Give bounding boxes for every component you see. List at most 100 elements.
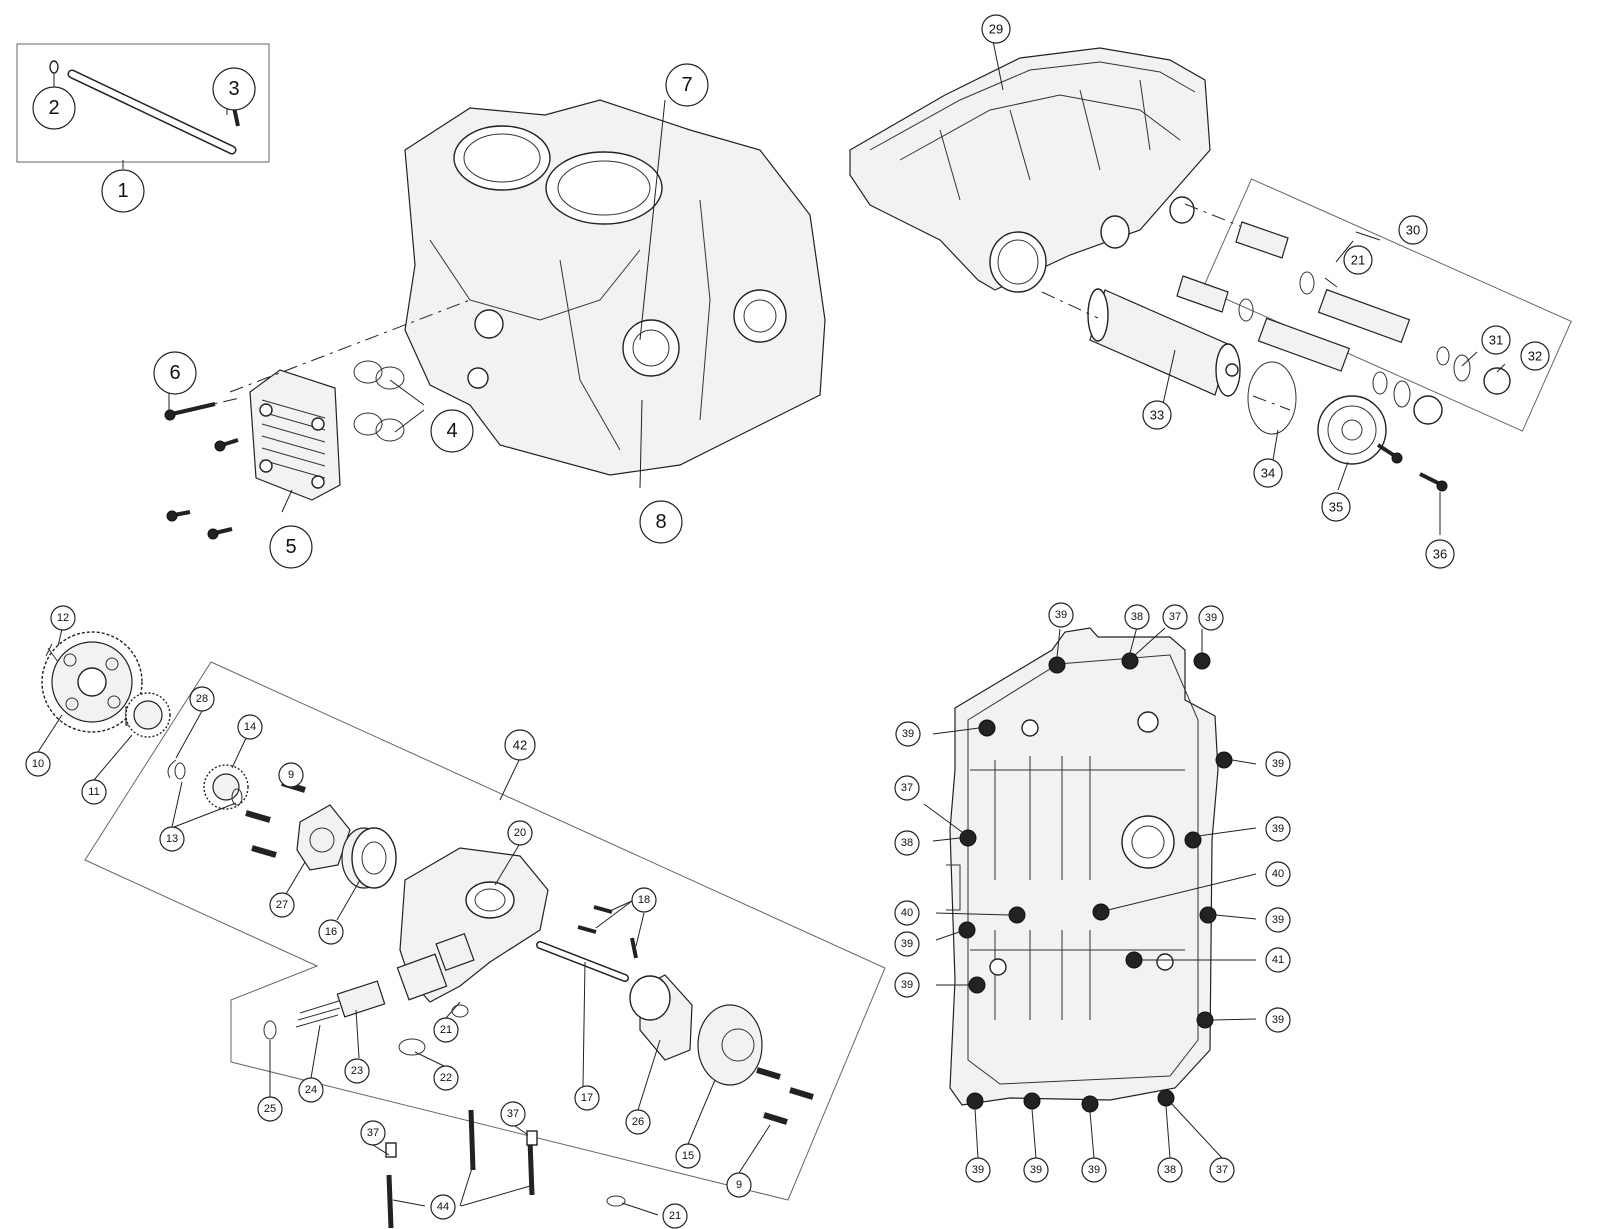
callout: 39 [1048, 602, 1074, 628]
callout: 24 [298, 1077, 324, 1103]
pump-housing [697, 1004, 763, 1086]
callout: 30 [1398, 215, 1428, 245]
svg-text:38: 38 [1131, 611, 1143, 623]
callout: 3 [212, 67, 256, 111]
callout: 28 [189, 686, 215, 712]
svg-text:37: 37 [901, 782, 913, 794]
svg-text:17: 17 [581, 1092, 593, 1104]
callout: 11 [81, 779, 107, 805]
svg-text:32: 32 [1528, 349, 1542, 364]
callout: 4 [430, 409, 474, 453]
svg-text:35: 35 [1329, 500, 1343, 515]
callout: 37 [500, 1101, 526, 1127]
callout: 34 [1253, 458, 1283, 488]
svg-text:39: 39 [1272, 758, 1284, 770]
svg-text:1: 1 [117, 180, 128, 202]
oil-pan-bottom-section [923, 626, 1257, 1159]
callout: 13 [159, 826, 185, 852]
callout: 35 [1321, 492, 1351, 522]
svg-text:39: 39 [1272, 823, 1284, 835]
pump-kit-frame [84, 661, 886, 1201]
svg-text:21: 21 [669, 1210, 681, 1222]
svg-text:12: 12 [57, 612, 69, 624]
callout: 37 [894, 775, 920, 801]
callout: 17 [574, 1085, 600, 1111]
svg-text:9: 9 [288, 769, 294, 781]
callout: 2 [32, 86, 76, 130]
callout: 37 [360, 1120, 386, 1146]
svg-text:33: 33 [1150, 408, 1164, 423]
callout: 16 [318, 919, 344, 945]
callout: 6 [153, 351, 197, 395]
pump-cover-plate [296, 804, 351, 871]
svg-text:38: 38 [1164, 1164, 1176, 1176]
svg-text:36: 36 [1433, 547, 1447, 562]
svg-text:39: 39 [1205, 612, 1217, 624]
oil-pump-body [396, 847, 549, 1003]
o-rings [353, 360, 405, 442]
callout: 39 [1265, 907, 1291, 933]
svg-text:20: 20 [514, 827, 526, 839]
svg-text:10: 10 [32, 758, 44, 770]
relief-sleeve [336, 980, 386, 1018]
callout: 29 [981, 14, 1011, 44]
svg-text:37: 37 [1169, 611, 1181, 623]
callout: 10 [25, 751, 51, 777]
svg-text:42: 42 [513, 738, 527, 753]
svg-text:9: 9 [736, 1179, 742, 1191]
callout: 39 [1198, 605, 1224, 631]
callout: 37 [1209, 1157, 1235, 1183]
pinion-gear [125, 692, 171, 738]
callout: 26 [625, 1109, 651, 1135]
svg-text:37: 37 [507, 1108, 519, 1120]
svg-text:14: 14 [244, 721, 256, 733]
svg-text:28: 28 [196, 693, 208, 705]
callout: 14 [237, 714, 263, 740]
callout: 40 [1265, 861, 1291, 887]
svg-text:44: 44 [437, 1201, 449, 1213]
cooler-bolts [164, 402, 239, 540]
svg-text:18: 18 [638, 894, 650, 906]
scavenge-rotor [629, 974, 693, 1061]
oil-pan-bottom-view [946, 627, 1219, 1106]
callout: 38 [1124, 604, 1150, 630]
callout: 25 [257, 1096, 283, 1122]
callout: 21 [1343, 245, 1373, 275]
filter-cover [1317, 395, 1387, 465]
svg-text:34: 34 [1261, 466, 1275, 481]
callout: 8 [639, 500, 683, 544]
svg-text:30: 30 [1406, 223, 1420, 238]
svg-text:23: 23 [351, 1065, 363, 1077]
callout: 22 [433, 1065, 459, 1091]
svg-text:16: 16 [325, 926, 337, 938]
callout: 32 [1520, 341, 1550, 371]
svg-text:22: 22 [440, 1072, 452, 1084]
callout: 9 [726, 1172, 752, 1198]
callout: 7 [665, 63, 709, 107]
svg-text:3: 3 [228, 78, 239, 100]
oil-pump-section [37, 628, 886, 1229]
callout: 41 [1265, 947, 1291, 973]
callout: 39 [1081, 1157, 1107, 1183]
svg-text:39: 39 [1030, 1164, 1042, 1176]
filter-kit-frame [1202, 178, 1572, 432]
long-bolts [385, 1109, 538, 1229]
callout: 36 [1425, 539, 1455, 569]
pump-gear [203, 764, 249, 810]
svg-text:39: 39 [1088, 1164, 1100, 1176]
crankcase-block [404, 99, 826, 476]
pump-rotor [341, 827, 397, 889]
svg-text:7: 7 [681, 74, 692, 96]
callout: 39 [1265, 1007, 1291, 1033]
svg-text:26: 26 [632, 1116, 644, 1128]
oil-filters [1176, 221, 1511, 425]
svg-text:25: 25 [264, 1103, 276, 1115]
callout: 23 [344, 1058, 370, 1084]
callout: 39 [895, 721, 921, 747]
callout: 39 [1023, 1157, 1049, 1183]
svg-text:4: 4 [446, 420, 457, 442]
callout: 39 [894, 972, 920, 998]
callout: 18 [631, 887, 657, 913]
callout: 20 [507, 820, 533, 846]
shaft-kit-frame [16, 43, 270, 163]
